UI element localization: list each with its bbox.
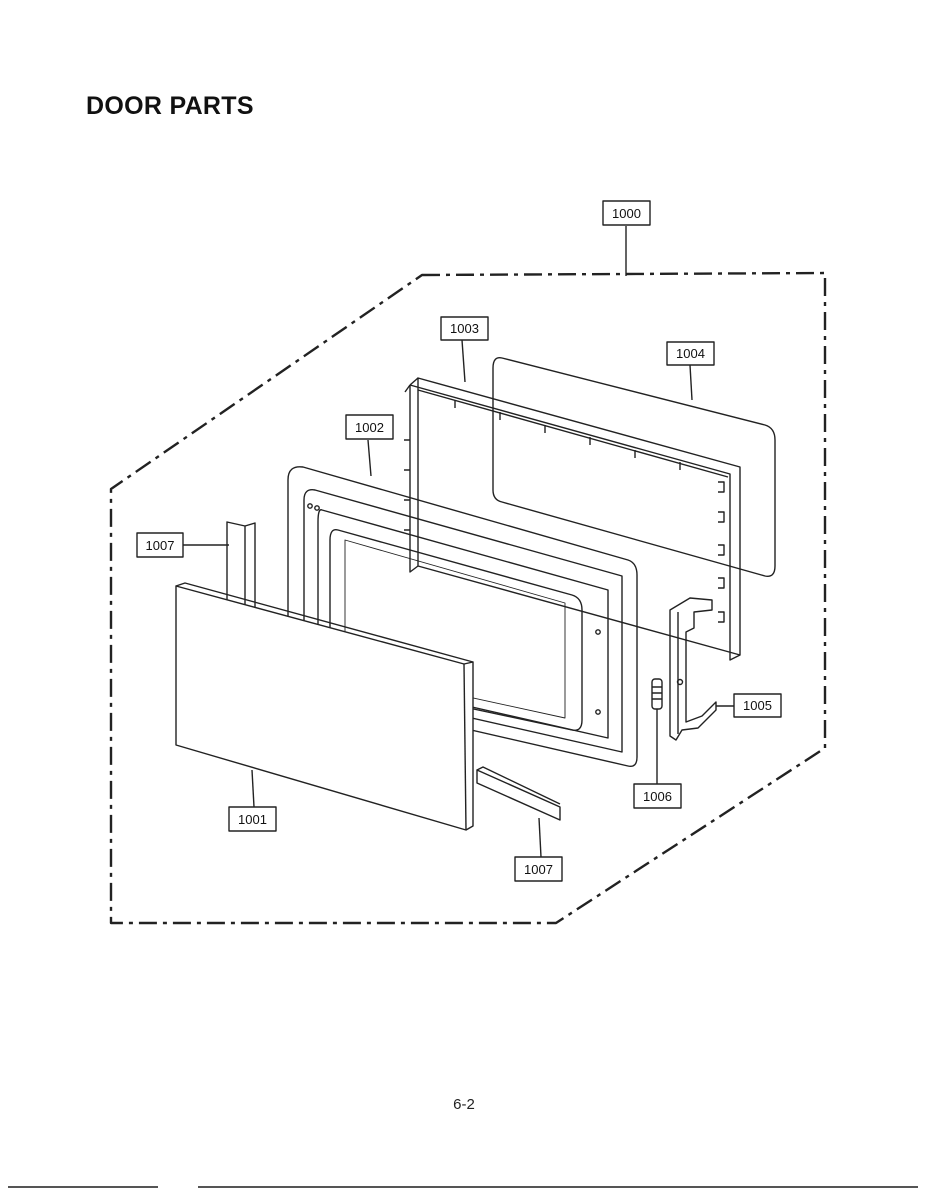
callout-box-1007-bottom xyxy=(514,856,563,882)
callout-1007-bottom: 1007 xyxy=(524,862,553,877)
spring-part xyxy=(651,678,663,727)
callout-1004: 1004 xyxy=(676,346,705,361)
callout-box-1006 xyxy=(633,783,682,809)
callout-1000: 1000 xyxy=(612,206,641,221)
footer-rule-left xyxy=(8,1186,158,1188)
front-panel-part xyxy=(175,582,474,831)
callout-1005: 1005 xyxy=(743,698,772,713)
callout-1006: 1006 xyxy=(643,789,672,804)
callout-box-1005 xyxy=(733,693,782,718)
leader-1002 xyxy=(367,439,372,477)
callout-box-1000 xyxy=(602,200,651,226)
assembly-boundary xyxy=(109,271,827,925)
seal-strip-bottom xyxy=(476,766,561,821)
screen-part xyxy=(492,357,776,577)
footer-rule-right xyxy=(198,1186,918,1188)
leader-1001 xyxy=(251,769,255,808)
latch-hook-part xyxy=(669,597,717,741)
callout-box-1002 xyxy=(345,414,394,440)
page-title: DOOR PARTS xyxy=(86,92,254,120)
leader-1004 xyxy=(689,364,693,401)
page-number: 6-2 xyxy=(453,1096,475,1113)
leader-1007-bottom xyxy=(538,817,542,858)
callout-box-1004 xyxy=(666,341,715,366)
callout-box-1003 xyxy=(440,316,489,341)
leader-1003 xyxy=(461,339,466,383)
callout-1007-left: 1007 xyxy=(146,538,175,553)
callout-box-1001 xyxy=(228,806,277,832)
callout-1001: 1001 xyxy=(238,812,267,827)
callout-box-1007-left xyxy=(136,532,184,558)
callout-1002: 1002 xyxy=(355,420,384,435)
callout-1003: 1003 xyxy=(450,321,479,336)
choke-frame-part xyxy=(404,377,741,661)
seal-strip-left xyxy=(226,521,256,613)
